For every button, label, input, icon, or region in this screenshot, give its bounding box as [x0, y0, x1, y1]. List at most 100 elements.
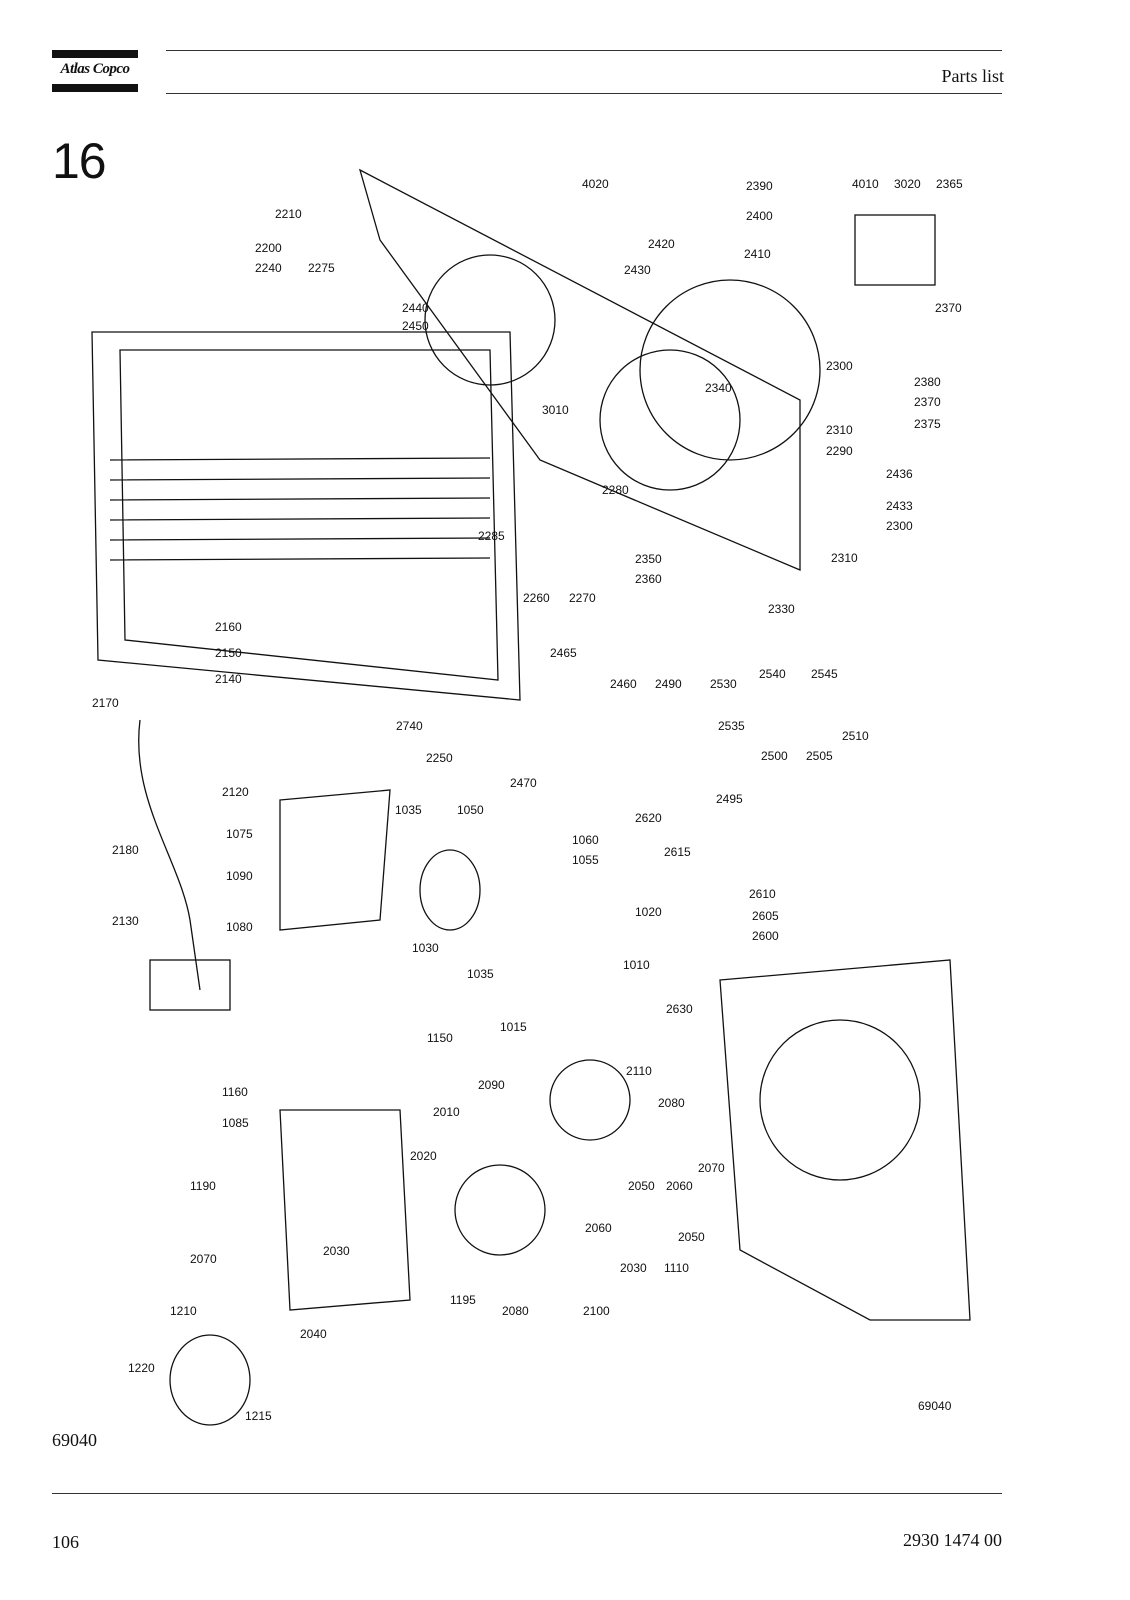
callout-label: 2740 — [396, 719, 423, 733]
flange-2130 — [149, 959, 231, 1011]
callout-label: 2375 — [914, 417, 941, 431]
callout-label: 2545 — [811, 667, 838, 681]
fan-right — [599, 349, 741, 491]
callout-label: 1080 — [226, 920, 253, 934]
section-number: 16 — [52, 133, 107, 189]
callout-label: 2365 — [936, 177, 963, 191]
callout-label: 2020 — [410, 1149, 437, 1163]
drawing-lines — [91, 168, 971, 1426]
callout-label: 2360 — [635, 572, 662, 586]
callout-label: 2250 — [426, 751, 453, 765]
pipe-2120 — [138, 719, 201, 991]
callout-label: 2080 — [502, 1304, 529, 1318]
callout-label: 2030 — [620, 1261, 647, 1275]
callout-label: 1010 — [623, 958, 650, 972]
callout-label: 2530 — [710, 677, 737, 691]
callout-label: 1030 — [412, 941, 439, 955]
callout-label: 2150 — [215, 646, 242, 660]
callout-label: 2260 — [523, 591, 550, 605]
callout-label: 2030 — [323, 1244, 350, 1258]
callout-label: 1020 — [635, 905, 662, 919]
callout-label: 1090 — [226, 869, 253, 883]
callout-label: 2310 — [826, 423, 853, 437]
callout-label: 2500 — [761, 749, 788, 763]
atlas-copco-logo: Atlas Copco — [52, 50, 138, 92]
callout-label: 2120 — [222, 785, 249, 799]
gearbox — [719, 959, 971, 1321]
callout-label: 1075 — [226, 827, 253, 841]
callout-label: 1190 — [190, 1179, 216, 1193]
callout-label: 2610 — [749, 887, 776, 901]
housing-1085 — [279, 1109, 411, 1311]
callout-label: 2510 — [842, 729, 869, 743]
callout-label: 2495 — [716, 792, 743, 806]
callout-label: 1055 — [572, 853, 599, 867]
figure-code-inside: 69040 — [918, 1399, 952, 1413]
flange-2090 — [549, 1059, 631, 1141]
callout-label: 2465 — [550, 646, 577, 660]
callout-label: 2210 — [275, 207, 302, 221]
callout-label: 2505 — [806, 749, 833, 763]
callout-label: 2090 — [478, 1078, 505, 1092]
callout-label: 2540 — [759, 667, 786, 681]
fan-housing — [358, 168, 801, 571]
callout-label: 3020 — [894, 177, 921, 191]
callout-label: 2275 — [308, 261, 335, 275]
callout-label: 2300 — [886, 519, 913, 533]
callout-label: 1085 — [222, 1116, 249, 1130]
callout-label: 1220 — [128, 1361, 155, 1375]
callout-label: 2240 — [255, 261, 282, 275]
callout-label: 1050 — [457, 803, 484, 817]
cooler-outline — [91, 331, 521, 701]
callout-label: 2180 — [112, 843, 139, 857]
callout-label: 4020 — [582, 177, 609, 191]
callout-label: 2060 — [585, 1221, 612, 1235]
callout-label: 2040 — [300, 1327, 327, 1341]
header-rule-top — [166, 50, 1002, 51]
callout-label: 2490 — [655, 677, 682, 691]
callout-label: 2285 — [478, 529, 505, 543]
callout-label: 2050 — [678, 1230, 705, 1244]
callout-label: 2160 — [215, 620, 242, 634]
callout-label: 2070 — [698, 1161, 725, 1175]
callout-label: 2470 — [510, 776, 537, 790]
callout-label: 2605 — [752, 909, 779, 923]
callout-label: 2310 — [831, 551, 858, 565]
callout-label: 1215 — [245, 1409, 272, 1423]
gearbox-flange — [759, 1019, 921, 1181]
callout-label: 2200 — [255, 241, 282, 255]
callout-label: 2430 — [624, 263, 651, 277]
callout-label: 2080 — [658, 1096, 685, 1110]
callout-label: 2450 — [402, 319, 429, 333]
callout-label: 1035 — [395, 803, 422, 817]
callout-label: 1160 — [222, 1085, 248, 1099]
motor — [854, 214, 936, 286]
cooler-core — [119, 349, 499, 681]
callout-label: 2290 — [826, 444, 853, 458]
page-title: Parts list — [941, 66, 1004, 86]
callout-label: 2620 — [635, 811, 662, 825]
callout-label: 2010 — [433, 1105, 460, 1119]
callout-label: 2110 — [626, 1064, 652, 1078]
callout-label: 2270 — [569, 591, 596, 605]
callout-label: 2535 — [718, 719, 745, 733]
callout-label: 1210 — [170, 1304, 197, 1318]
fan-guard — [639, 279, 821, 461]
figure-code: 69040 — [52, 1430, 97, 1450]
footer-rule — [52, 1493, 1002, 1494]
callout-label: 2436 — [886, 467, 913, 481]
callout-label: 2630 — [666, 1002, 693, 1016]
callout-label: 2170 — [92, 696, 119, 710]
callout-label: 2100 — [583, 1304, 610, 1318]
callout-label: 2060 — [666, 1179, 693, 1193]
callout-label: 2433 — [886, 499, 913, 513]
callout-label: 2330 — [768, 602, 795, 616]
callout-label: 2370 — [935, 301, 962, 315]
callout-label: 2300 — [826, 359, 853, 373]
callout-label: 2340 — [705, 381, 732, 395]
callout-label: 2390 — [746, 179, 773, 193]
callout-label: 1110 — [664, 1261, 689, 1275]
fan-left — [424, 254, 556, 386]
callout-label: 2460 — [610, 677, 637, 691]
